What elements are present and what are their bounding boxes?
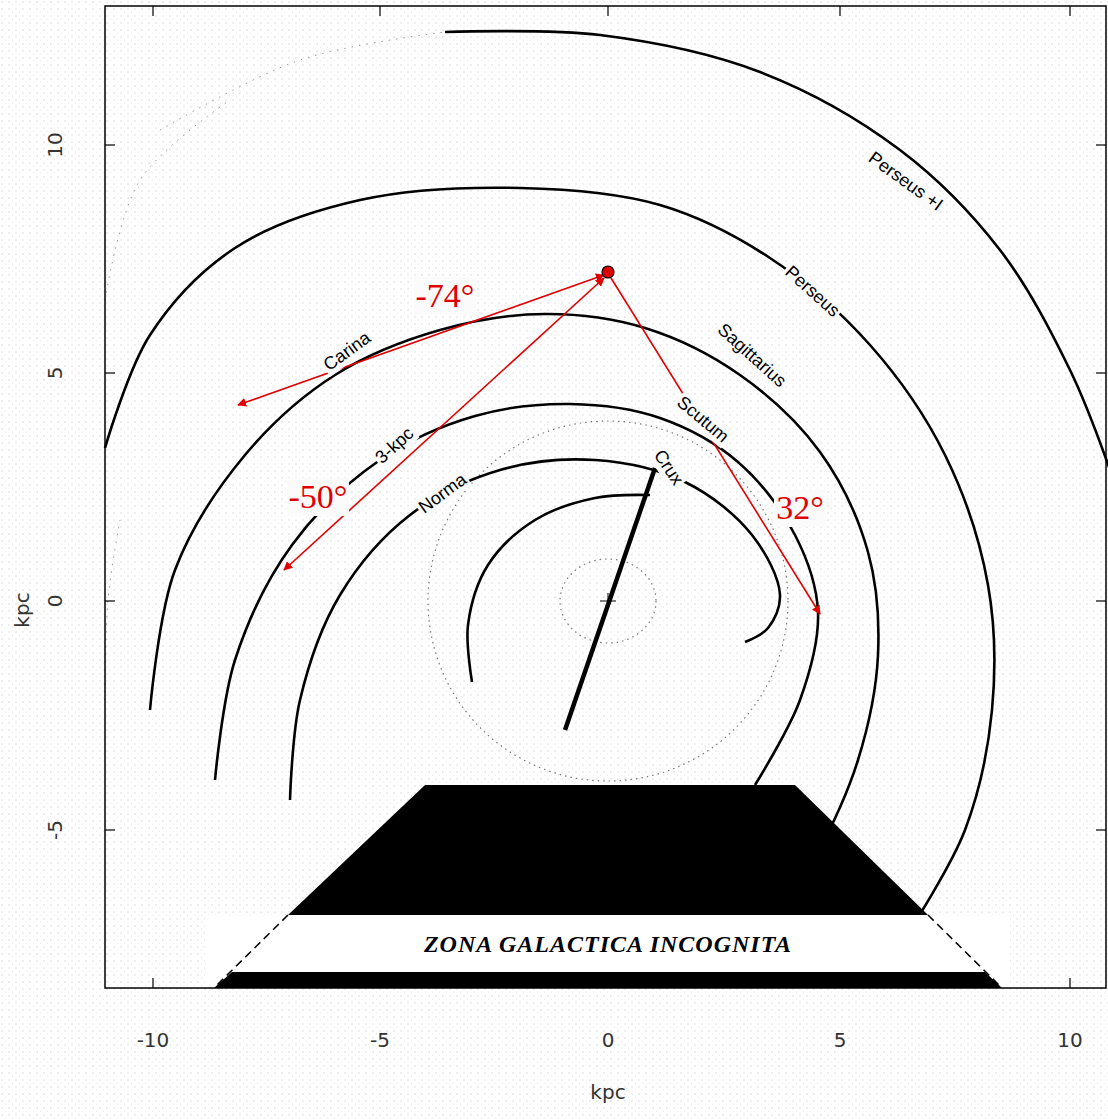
tick-value: 0 (44, 595, 66, 608)
sight-line (238, 275, 604, 405)
tick-value: -5 (370, 1029, 390, 1051)
arm-name: Crux (648, 445, 688, 491)
longitude-angle: -74° (414, 277, 477, 314)
tick-value: 0 (602, 1029, 615, 1051)
crux-scutum-arm (215, 404, 818, 785)
longitude-angle: -50° (287, 478, 350, 515)
centre-cross (608, 593, 609, 609)
tick-value: -10 (137, 1029, 170, 1051)
obscured-zone-upper (288, 785, 928, 915)
tick-value: -5 (44, 820, 66, 840)
zone-edge-dashed (928, 915, 1002, 988)
longitude-angle: 32° (774, 489, 826, 526)
sight-line (611, 278, 820, 614)
tick-value: 10 (1057, 1029, 1082, 1051)
sun-marker (602, 266, 614, 278)
unknown-zone-ground (205, 915, 1010, 988)
arm-name: Carina (319, 327, 377, 377)
tick-value: 10 (44, 132, 66, 157)
plot-frame (105, 6, 1106, 988)
obscured-zone-lower (214, 972, 1002, 988)
arm-name: Sagittarius (712, 319, 791, 393)
arm-name: Perseus (779, 261, 844, 323)
arm-name: Norma (414, 469, 473, 519)
tick-value: 5 (834, 1029, 847, 1051)
axis-title: kpc (11, 592, 33, 627)
arm-name: Perseus +I (863, 147, 948, 216)
axis-title: kpc (590, 1081, 625, 1103)
sight-lines (238, 275, 820, 614)
inner-dotted-ring (560, 559, 656, 643)
perseus-arm (105, 188, 994, 930)
arm-name: Scutum (672, 392, 735, 449)
tick-value: 5 (44, 367, 66, 380)
zone-label: ZONA GALACTICA INCOGNITA (424, 931, 792, 957)
dotted-arm-extensions (105, 32, 445, 700)
inner-arm (467, 495, 650, 682)
zone-edge-dashed (214, 915, 288, 988)
spiral-arms (105, 31, 1108, 935)
galactic-bar (565, 468, 655, 730)
sight-line (284, 278, 604, 570)
arm-name: 3-kpc (371, 423, 420, 470)
axis-ticks (105, 6, 1106, 988)
norma-arm (290, 459, 780, 800)
